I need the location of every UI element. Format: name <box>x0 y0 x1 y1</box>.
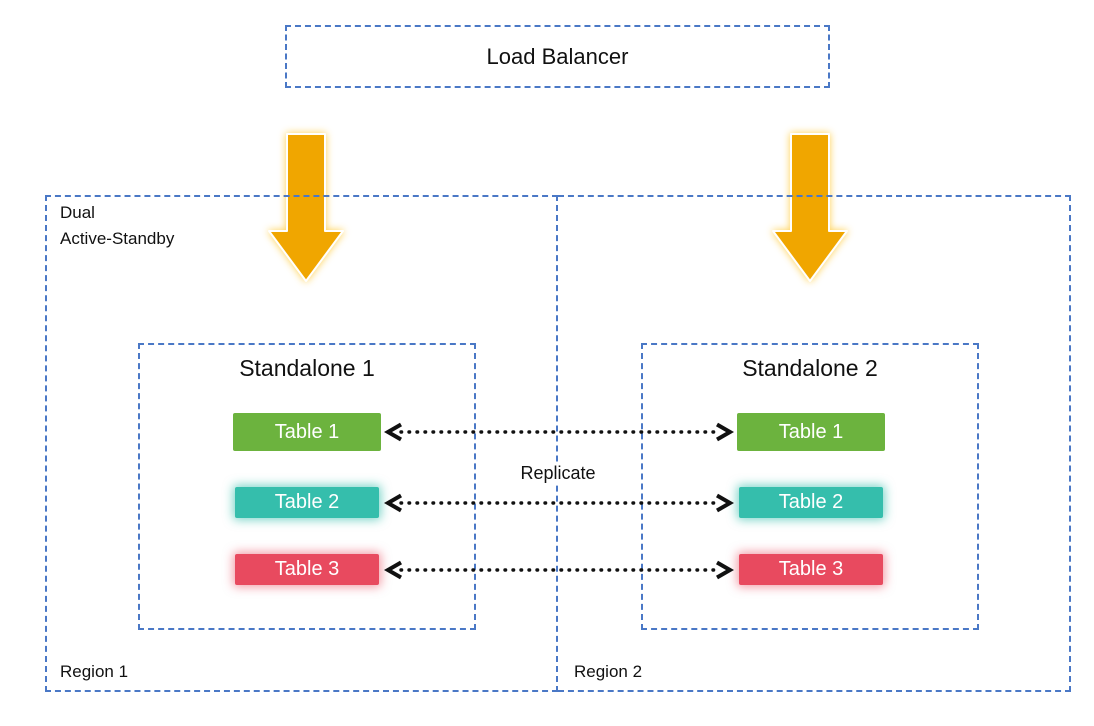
downward-arrow-shape <box>772 133 848 282</box>
arrowhead-left-icon <box>383 493 402 513</box>
arrowhead-left-icon <box>383 560 402 580</box>
downward-arrow-right-icon <box>772 133 848 282</box>
downward-arrow-left-icon <box>268 133 344 282</box>
arrowhead-right-icon <box>716 422 735 442</box>
arrowhead-left-icon <box>383 422 402 442</box>
replicate-arrow-table-3 <box>383 560 735 580</box>
load-balancer-box: Load Balancer <box>285 25 830 88</box>
table-1-right: Table 1 <box>737 413 885 451</box>
table-3-left: Table 3 <box>235 554 379 585</box>
region-1-box <box>45 195 558 692</box>
standalone-1-box: Standalone 1 <box>138 343 476 630</box>
region-2-box <box>558 195 1071 692</box>
replicate-arrow-table-1 <box>383 422 735 442</box>
replicate-label: Replicate <box>514 463 602 484</box>
table-2-right: Table 2 <box>739 487 883 518</box>
standalone-1-title: Standalone 1 <box>239 355 375 381</box>
replicate-arrow-table-2 <box>383 493 735 513</box>
standalone-2-box: Standalone 2 <box>641 343 979 630</box>
dual-active-standby-label: Dual Active-Standby <box>60 203 175 249</box>
arrowhead-right-icon <box>716 560 735 580</box>
table-1-left: Table 1 <box>233 413 381 451</box>
load-balancer-label: Load Balancer <box>486 43 629 69</box>
arrowhead-right-icon <box>716 493 735 513</box>
table-3-right: Table 3 <box>739 554 883 585</box>
region-2-label: Region 2 <box>574 662 643 681</box>
standalone-2-title: Standalone 2 <box>742 355 878 381</box>
region-1-label: Region 1 <box>60 662 129 681</box>
table-2-left: Table 2 <box>235 487 379 518</box>
downward-arrow-shape <box>268 133 344 282</box>
